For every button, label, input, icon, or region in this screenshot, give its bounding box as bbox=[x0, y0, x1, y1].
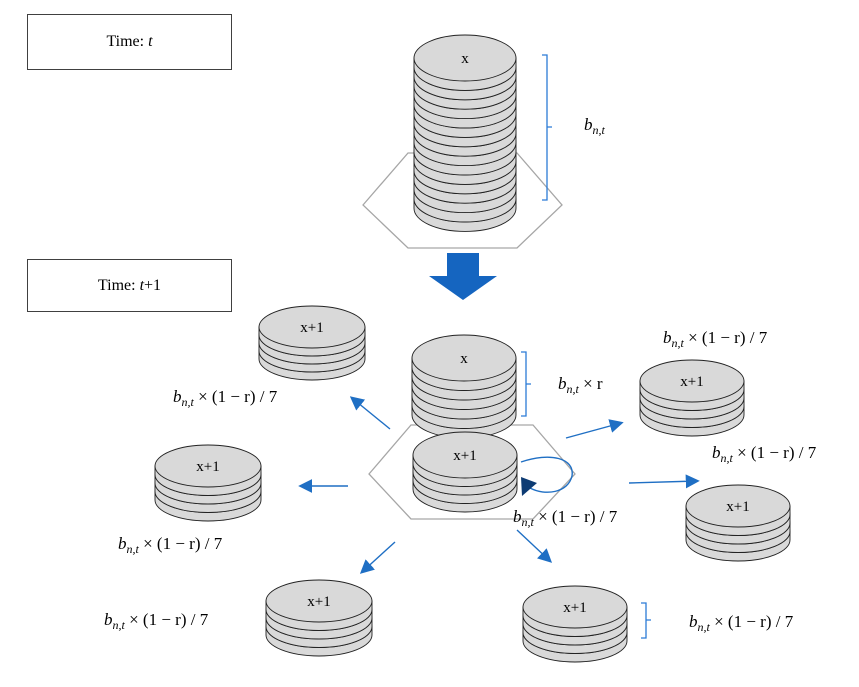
time-t-value: t bbox=[148, 33, 153, 50]
coin-stack-label: x+1 bbox=[726, 499, 749, 515]
bracket-lower-right-stack bbox=[641, 602, 651, 639]
arrow-to-right-upper bbox=[565, 419, 624, 439]
bracket-top-stack bbox=[542, 54, 552, 201]
hexagon-cell-top bbox=[362, 152, 563, 249]
coin-stack-label: x+1 bbox=[196, 459, 219, 475]
label-migrate-left: bn,t × (1 − r) / 7 bbox=[118, 534, 223, 556]
time-t1-value: t bbox=[139, 276, 145, 294]
coin-stack-label: x+1 bbox=[300, 320, 323, 336]
coin-stack-label: x+1 bbox=[453, 448, 476, 464]
time-t-box: Time: t bbox=[27, 14, 232, 70]
coin-stack-right: x+1 bbox=[685, 484, 791, 562]
hexagon-cell-bottom bbox=[368, 424, 576, 520]
coin-stack-label: x bbox=[461, 51, 469, 67]
coin-stack-lower-left: x+1 bbox=[265, 579, 373, 657]
label-migrate-lower-right: bn,t × (1 − r) / 7 bbox=[689, 612, 794, 634]
time-t1-box: Time: t+1 bbox=[27, 259, 232, 312]
coin-stack-label: x+1 bbox=[307, 594, 330, 610]
coin-stack-center: x+1 bbox=[412, 431, 518, 513]
coin-stack-lower-right: x+1 bbox=[522, 585, 628, 663]
label-migrate-upper-left: bn,t × (1 − r) / 7 bbox=[173, 387, 278, 409]
coin-stack-right-upper: x+1 bbox=[639, 359, 745, 437]
arrow-to-lower-right bbox=[516, 529, 553, 563]
time-t-prefix: Time: bbox=[106, 33, 149, 50]
label-stay-r: bn,t × r bbox=[558, 374, 603, 396]
label-b-main: bn,t bbox=[584, 115, 605, 137]
coin-stack-label: x+1 bbox=[680, 374, 703, 390]
coin-stack-label: x bbox=[460, 351, 468, 367]
coin-stack-left: x+1 bbox=[154, 444, 262, 522]
arrow-self-loop bbox=[520, 456, 573, 493]
label-migrate-center-self: bn,t × (1 − r) / 7 bbox=[513, 507, 618, 529]
time-step-arrow bbox=[429, 253, 497, 300]
label-migrate-right: bn,t × (1 − r) / 7 bbox=[712, 443, 817, 465]
label-migrate-top-right: bn,t × (1 − r) / 7 bbox=[663, 328, 768, 350]
coin-stack-label: x+1 bbox=[563, 600, 586, 616]
arrow-to-upper-left bbox=[349, 396, 391, 430]
bracket-stay-stack bbox=[521, 351, 531, 417]
coin-stack-stay: x bbox=[411, 334, 517, 439]
time-t1-prefix: Time: bbox=[97, 276, 140, 294]
arrow-to-lower-left bbox=[359, 541, 396, 574]
label-migrate-lower-left: bn,t × (1 − r) / 7 bbox=[104, 610, 209, 632]
coin-stack-top: x bbox=[413, 34, 517, 232]
arrow-self-loop-head bbox=[521, 477, 537, 496]
coin-stack-upper-left: x+1 bbox=[258, 305, 366, 381]
time-t1-suffix: +1 bbox=[144, 276, 162, 294]
arrow-to-right bbox=[628, 474, 700, 489]
